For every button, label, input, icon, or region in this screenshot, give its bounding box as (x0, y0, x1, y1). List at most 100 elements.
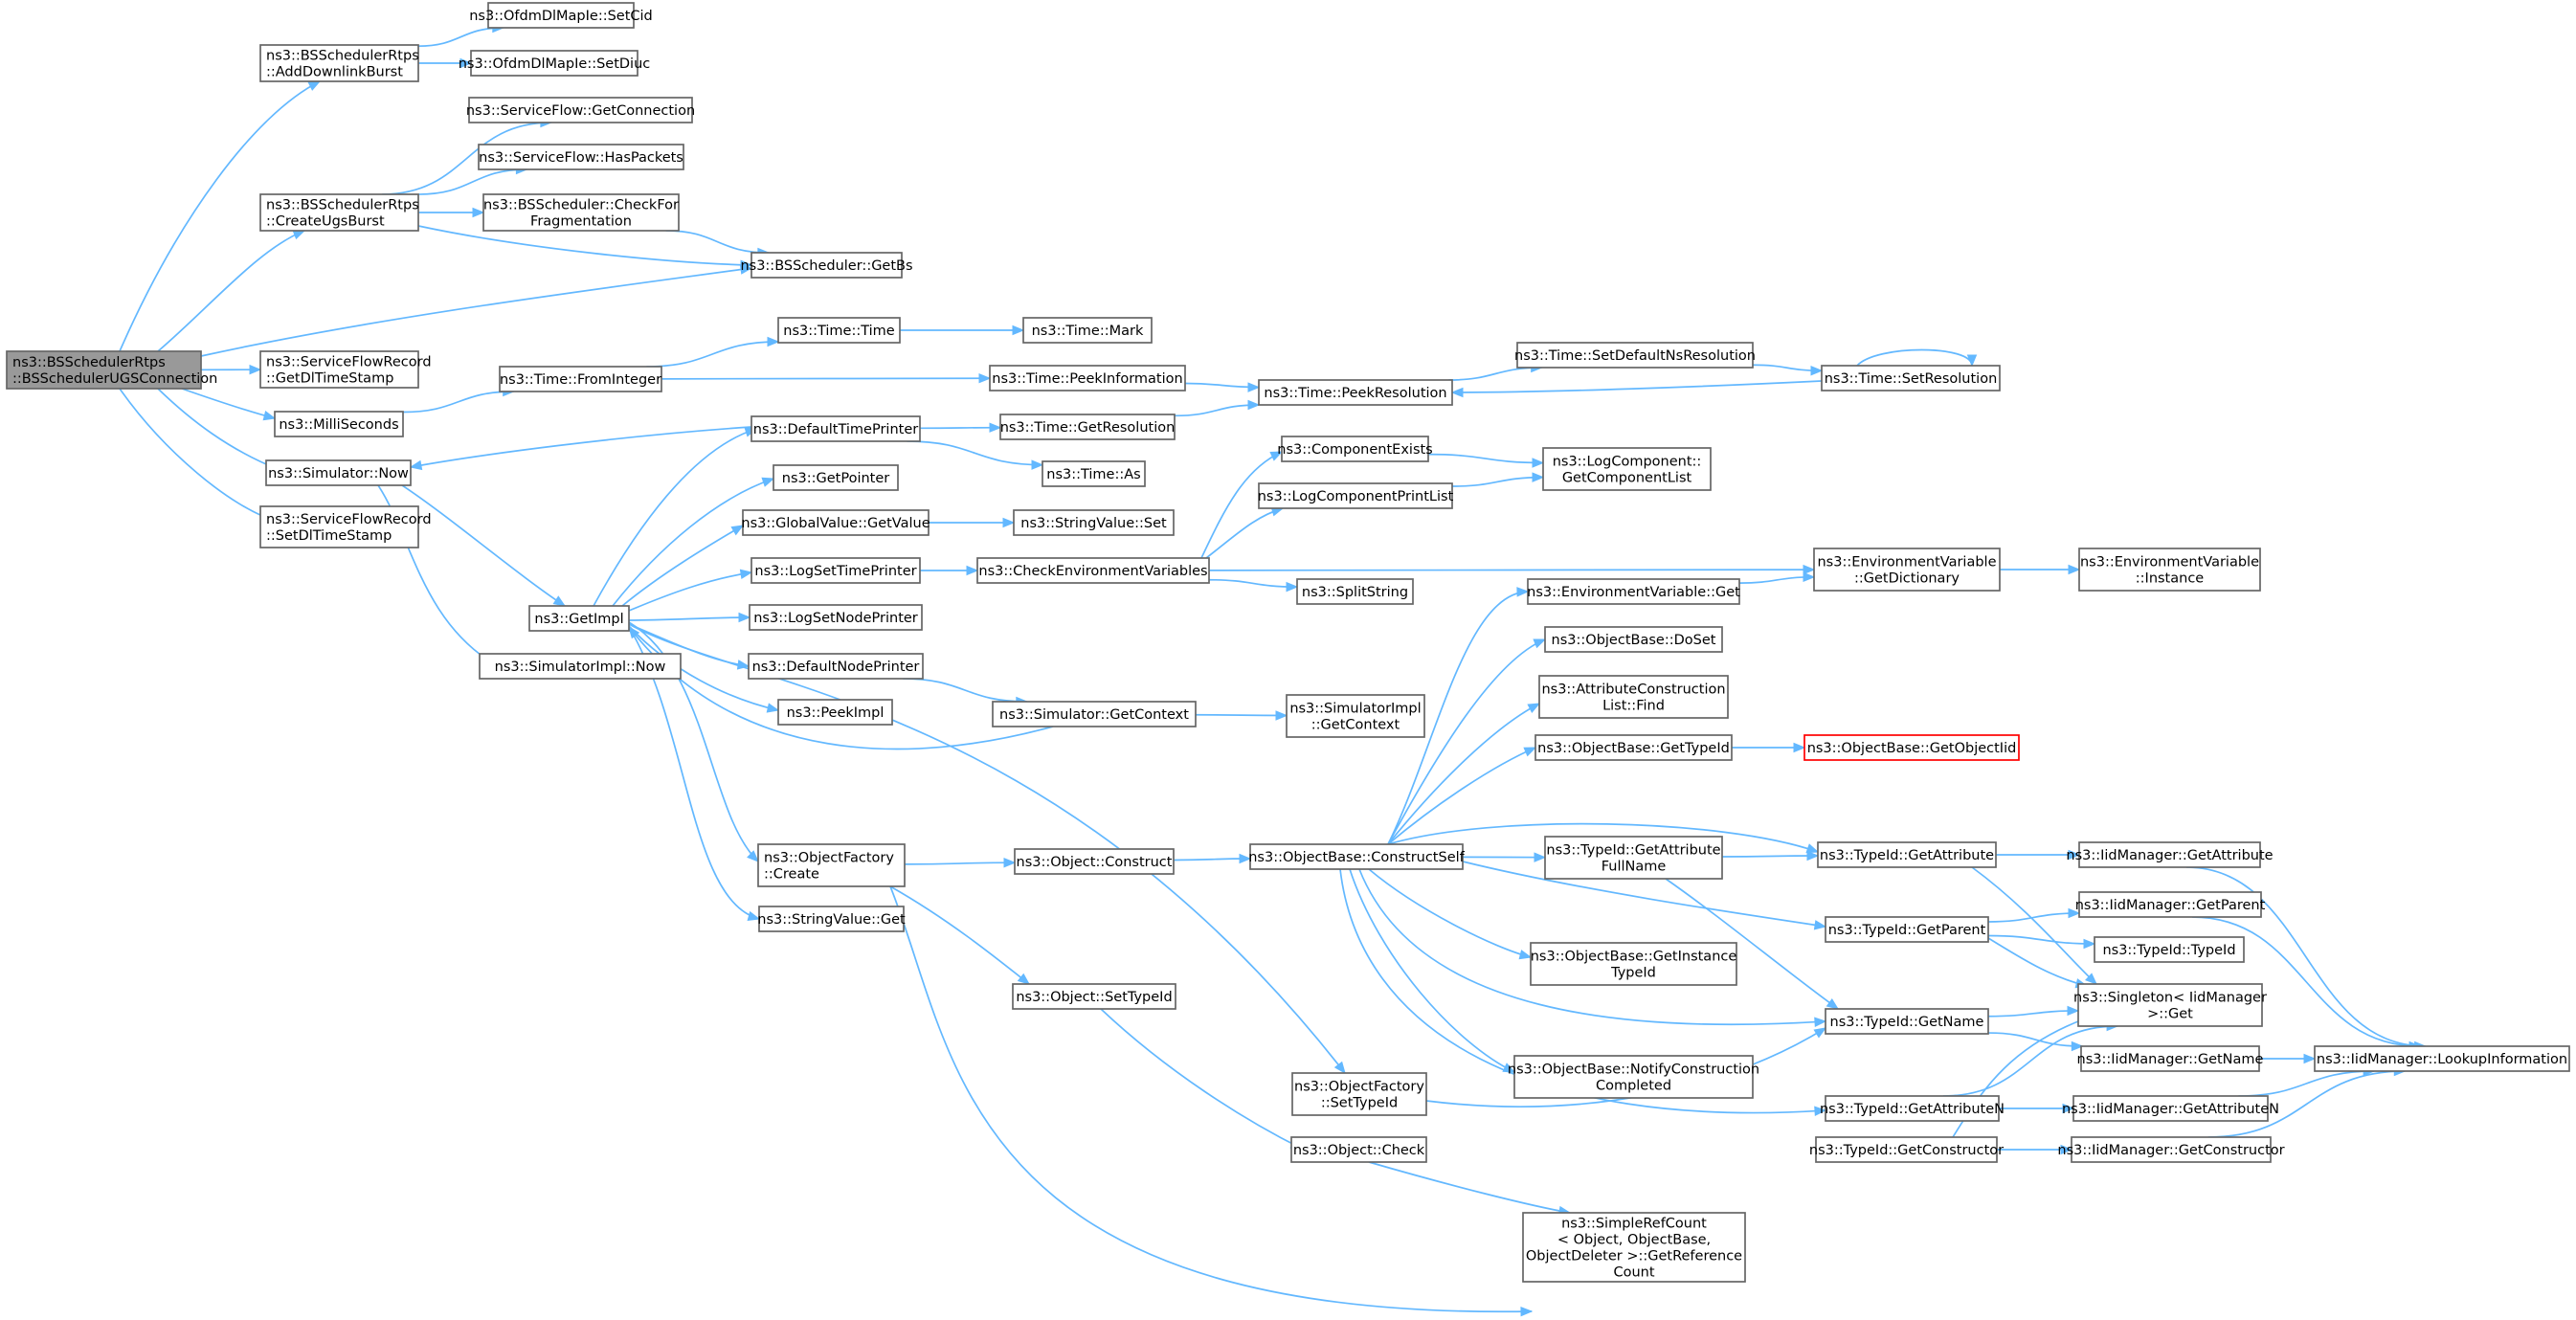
node-setRes-box[interactable] (1821, 365, 2001, 392)
node-setCid[interactable]: ns3::OfdmDlMapIe::SetCid (469, 2, 653, 29)
node-constructSelf-box[interactable] (1249, 843, 1464, 870)
node-getBs[interactable]: ns3::BSScheduler::GetBs (740, 252, 913, 279)
node-tidGetAttr-box[interactable] (1817, 841, 1997, 868)
node-getAttrFull-box[interactable] (1544, 836, 1723, 880)
node-obGetInstTid-box[interactable] (1530, 942, 1737, 986)
node-iidGetName[interactable]: ns3::IidManager::GetName (2077, 1045, 2264, 1072)
node-tidGetName[interactable]: ns3::TypeId::GetName (1825, 1008, 1989, 1035)
node-obGetObjectIid-box[interactable] (1803, 734, 2020, 761)
node-doSet-box[interactable] (1544, 626, 1723, 653)
node-ofSetTypeId[interactable]: ns3::ObjectFactory::SetTypeId (1291, 1072, 1427, 1116)
node-peekImpl-box[interactable] (777, 699, 893, 726)
node-setDefaultNs[interactable]: ns3::Time::SetDefaultNsResolution (1514, 342, 1756, 369)
node-svGet-box[interactable] (758, 906, 905, 932)
node-peekRes-box[interactable] (1258, 379, 1453, 406)
node-iidGetAttr[interactable]: ns3::IidManager::GetAttribute (2066, 841, 2274, 868)
node-peekImpl[interactable]: ns3::PeekImpl (777, 699, 893, 726)
node-singletonGet-box[interactable] (2077, 983, 2263, 1027)
node-root[interactable]: ns3::BSSchedulerRtps::BSSchedulerUGSConn… (6, 350, 217, 390)
node-getResolution-box[interactable] (999, 414, 1176, 440)
node-objConstruct[interactable]: ns3::Object::Construct (1014, 848, 1175, 875)
node-ofCreate-box[interactable] (757, 843, 906, 887)
node-obNotify[interactable]: ns3::ObjectBase::NotifyConstructionCompl… (1508, 1055, 1759, 1099)
node-timeAs[interactable]: ns3::Time::As (1042, 460, 1146, 487)
node-tidGetCtor[interactable]: ns3::TypeId::GetConstructor (1809, 1136, 2004, 1163)
node-simImplGetContext-box[interactable] (1286, 694, 1425, 738)
node-setDlTs-box[interactable] (259, 505, 419, 548)
node-root-box[interactable] (6, 350, 202, 390)
node-objCheck[interactable]: ns3::Object::Check (1290, 1136, 1427, 1163)
node-envInstance-box[interactable] (2078, 548, 2261, 592)
node-getResolution[interactable]: ns3::Time::GetResolution (999, 414, 1176, 440)
node-tidGetParent[interactable]: ns3::TypeId::GetParent (1825, 916, 1989, 943)
node-iidGetCtor[interactable]: ns3::IidManager::GetConstructor (2057, 1136, 2285, 1163)
node-envInstance[interactable]: ns3::EnvironmentVariable::Instance (2078, 548, 2261, 592)
node-splitString-box[interactable] (1296, 578, 1414, 605)
node-iidGetParent[interactable]: ns3::IidManager::GetParent (2075, 891, 2266, 918)
node-getDlTs[interactable]: ns3::ServiceFlowRecord::GetDlTimeStamp (259, 350, 432, 389)
node-objConstruct-box[interactable] (1014, 848, 1175, 875)
node-timeAs-box[interactable] (1042, 460, 1146, 487)
node-getConnection-box[interactable] (468, 97, 693, 123)
node-addDlBurst-box[interactable] (259, 44, 419, 82)
node-svSet-box[interactable] (1013, 509, 1175, 536)
node-envGet[interactable]: ns3::EnvironmentVariable::Get (1527, 578, 1740, 605)
node-iidGetParent-box[interactable] (2078, 891, 2262, 918)
node-iidGetCtor-box[interactable] (2071, 1136, 2272, 1163)
node-iidGetAttrN-box[interactable] (2072, 1095, 2269, 1122)
node-peekInfo[interactable]: ns3::Time::PeekInformation (989, 365, 1186, 392)
node-compExists[interactable]: ns3::ComponentExists (1277, 436, 1433, 462)
node-ofSetTypeId-box[interactable] (1291, 1072, 1427, 1116)
node-lookupInfo[interactable]: ns3::IidManager::LookupInformation (2314, 1045, 2570, 1072)
node-objSetTypeId[interactable]: ns3::Object::SetTypeId (1012, 983, 1176, 1010)
node-lookupInfo-box[interactable] (2314, 1045, 2570, 1072)
node-svGet[interactable]: ns3::StringValue::Get (757, 906, 906, 932)
node-simNow[interactable]: ns3::Simulator::Now (265, 459, 412, 486)
node-obGetTypeId[interactable]: ns3::ObjectBase::GetTypeId (1534, 734, 1733, 761)
node-simGetContext-box[interactable] (992, 701, 1197, 727)
node-defNodePrinter[interactable]: ns3::DefaultNodePrinter (748, 653, 924, 680)
node-tidGetParent-box[interactable] (1825, 916, 1989, 943)
node-peekInfo-box[interactable] (989, 365, 1186, 392)
node-singletonGet[interactable]: ns3::Singleton< IidManager >::Get (2073, 983, 2267, 1027)
node-logSetTime-box[interactable] (750, 557, 921, 584)
node-doSet[interactable]: ns3::ObjectBase::DoSet (1544, 626, 1723, 653)
node-tidGetCtor-box[interactable] (1815, 1136, 1998, 1163)
node-splitString[interactable]: ns3::SplitString (1296, 578, 1414, 605)
node-attrFind-box[interactable] (1538, 675, 1729, 719)
node-setDefaultNs-box[interactable] (1516, 342, 1754, 369)
node-getPointer-box[interactable] (773, 464, 899, 491)
node-tidGetAttrN[interactable]: ns3::TypeId::GetAttributeN (1820, 1095, 2005, 1122)
node-getImpl[interactable]: ns3::GetImpl (528, 605, 630, 632)
node-obGetTypeId-box[interactable] (1534, 734, 1733, 761)
node-objCheck-box[interactable] (1290, 1136, 1427, 1163)
node-logCompPrint[interactable]: ns3::LogComponentPrintList (1258, 482, 1454, 509)
node-defTimePrinter-box[interactable] (750, 415, 921, 442)
node-iidGetName-box[interactable] (2080, 1045, 2260, 1072)
node-getImpl-box[interactable] (528, 605, 630, 632)
node-getCompList[interactable]: ns3::LogComponent::GetComponentList (1542, 447, 1712, 491)
node-simImplNow[interactable]: ns3::SimulatorImpl::Now (479, 653, 682, 680)
node-obNotify-box[interactable] (1513, 1055, 1754, 1099)
node-obGetObjectIid[interactable]: ns3::ObjectBase::GetObjectIid (1803, 734, 2020, 761)
node-setCid-box[interactable] (487, 2, 635, 29)
node-constructSelf[interactable]: ns3::ObjectBase::ConstructSelf (1248, 843, 1466, 870)
node-compExists-box[interactable] (1281, 436, 1429, 462)
node-defNodePrinter-box[interactable] (748, 653, 924, 680)
node-envGetDict[interactable]: ns3::EnvironmentVariable::GetDictionary (1813, 548, 2001, 592)
node-milli-box[interactable] (274, 411, 404, 437)
node-envGet-box[interactable] (1527, 578, 1740, 605)
node-svSet[interactable]: ns3::StringValue::Set (1013, 509, 1175, 536)
node-checkEnv[interactable]: ns3::CheckEnvironmentVariables (976, 557, 1210, 584)
node-logSetNode-box[interactable] (749, 604, 923, 631)
node-simImplNow-box[interactable] (479, 653, 682, 680)
node-getCompList-box[interactable] (1542, 447, 1712, 491)
node-timeMark[interactable]: ns3::Time::Mark (1022, 317, 1153, 344)
node-peekRes[interactable]: ns3::Time::PeekResolution (1258, 379, 1453, 406)
node-tidGetName-box[interactable] (1825, 1008, 1989, 1035)
node-refCount[interactable]: ns3::SimpleRefCount< Object, ObjectBase,… (1522, 1212, 1746, 1283)
node-envGetDict-box[interactable] (1813, 548, 2001, 592)
